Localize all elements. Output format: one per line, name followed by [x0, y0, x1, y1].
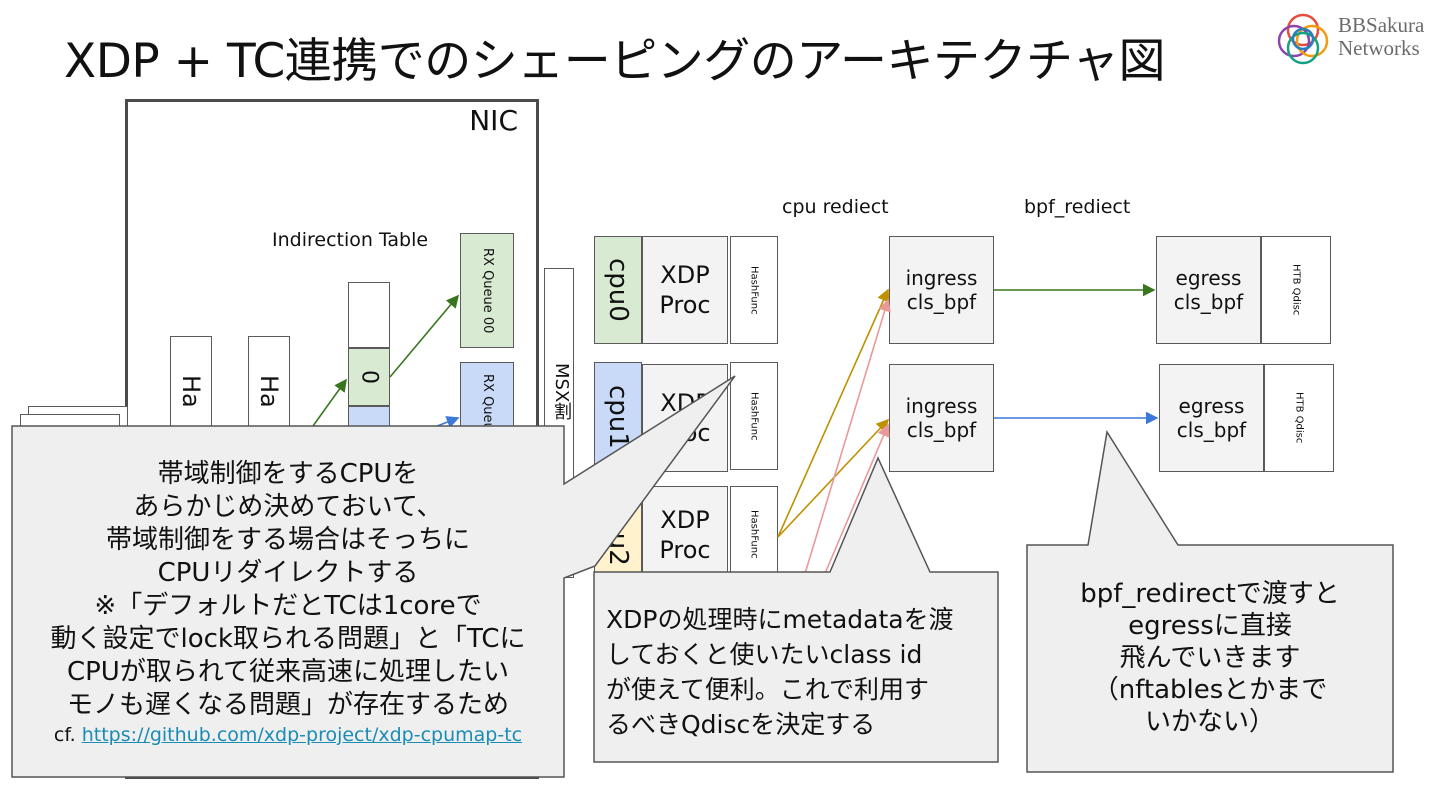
callout-left-cf: cf. https://github.com/xdp-project/xdp-c… [53, 724, 523, 746]
callout-right-line: bpf_redirectで渡すと [1080, 579, 1340, 609]
logo-text-line2: Networks [1338, 36, 1420, 60]
callout-right-line: 飛んでいきます [1119, 643, 1301, 673]
bbsakura-logo: BBSakura Networks [1270, 6, 1435, 74]
callout-left-line: ※「デフォルトだとTCは1coreで [94, 591, 482, 621]
arrow-cpu2-to-ingress2 [777, 418, 890, 538]
indirection-table-label: Indirection Table [272, 229, 429, 251]
bpf-redirect-label: bpf_rediect [1024, 196, 1131, 218]
nic-label: NIC [469, 104, 518, 137]
cpu2-hashfunc: HashFunc [730, 486, 778, 582]
callout-left-line: モノも遅くなる問題」が存在するため [66, 690, 509, 720]
callout-left-line: あらかじめ決めておいて、 [133, 492, 443, 522]
callout-left-line: CPUリダイレクトする [157, 558, 419, 588]
cpu2-box: cpu2 [594, 484, 642, 584]
callout-left-line: 帯域制御をする場合はそっちに [105, 525, 470, 555]
callout-middle-line: XDPの処理時にmetadataを渡 [606, 605, 954, 634]
hash-box-2: Ha [248, 336, 290, 446]
rx-queue-01: RX Queue 01 [460, 362, 514, 472]
ingress-cls-bpf-2: ingress cls_bpf [889, 364, 994, 472]
arrow-cpu2-to-ingress1 [777, 288, 890, 538]
htb-qdisc-2: HTB Qdisc [1264, 364, 1334, 472]
indirection-table-entry-1 [348, 406, 390, 446]
arrow-pink-1 [799, 298, 891, 591]
cpu1-hashfunc: HashFunc [730, 362, 778, 470]
cpu-redirect-label: cpu rediect [782, 196, 889, 218]
callout-left-line: 動く設定でlock取られる問題」と「TCに [50, 624, 526, 654]
cpu0-hashfunc: HashFunc [730, 236, 778, 344]
arrow-pink-2 [817, 423, 890, 591]
callout-right-line: （nftablesとかまで [1092, 675, 1328, 705]
cpu2-xdp-proc: XDP Proc [642, 486, 728, 584]
cpu0-xdp-proc: XDP Proc [642, 236, 728, 344]
page-title: XDP + TC連携でのシェーピングのアーキテクチャ図 [64, 34, 1165, 89]
callout-left-line: CPUが取られて従来高速に処理したい [66, 657, 510, 687]
packet-stack-front [20, 414, 120, 444]
indirection-table-entry-0: 0 [348, 348, 390, 406]
cpu1-xdp-proc: XDP Proc [642, 364, 728, 472]
cpu1-box: cpu1 [594, 362, 642, 472]
msx-label: MSX割 [551, 363, 572, 421]
callout-middle-text: XDPの処理時にmetadataを渡 しておくと使いたいclass id が使え… [606, 602, 991, 742]
ingress-cls-bpf-1: ingress cls_bpf [889, 236, 994, 344]
xdp-cpumap-tc-link[interactable]: https://github.com/xdp-project/xdp-cpuma… [81, 724, 523, 746]
logo-icon [1277, 13, 1329, 65]
callout-middle-line: しておくと使いたいclass id [606, 640, 923, 669]
callout-right-text: bpf_redirectで渡すと egressに直接 飛んでいきます （nfta… [1035, 578, 1385, 738]
callout-right-line: いかない） [1144, 707, 1275, 737]
hash-box-1: Ha [170, 336, 212, 446]
cpu0-box: cpu0 [594, 236, 642, 344]
callout-middle-line: が使えて便利。これで利用す [606, 675, 930, 704]
egress-cls-bpf-2: egress cls_bpf [1159, 364, 1264, 472]
callout-middle-line: るべきQdiscを決定する [606, 710, 876, 739]
rx-queue-00: RX Queue 00 [460, 233, 514, 348]
logo-text-line1: BBSakura [1338, 13, 1425, 37]
callout-right-line: egressに直接 [1128, 611, 1292, 641]
indirection-table-cell [348, 282, 390, 348]
callout-left-line: 帯域制御をするCPUを [157, 459, 419, 489]
egress-cls-bpf-1: egress cls_bpf [1156, 236, 1261, 344]
callout-left-text: 帯域制御をするCPUを あらかじめ決めておいて、 帯域制御をする場合はそっちに … [18, 458, 558, 748]
htb-qdisc-1: HTB Qdisc [1261, 236, 1331, 344]
